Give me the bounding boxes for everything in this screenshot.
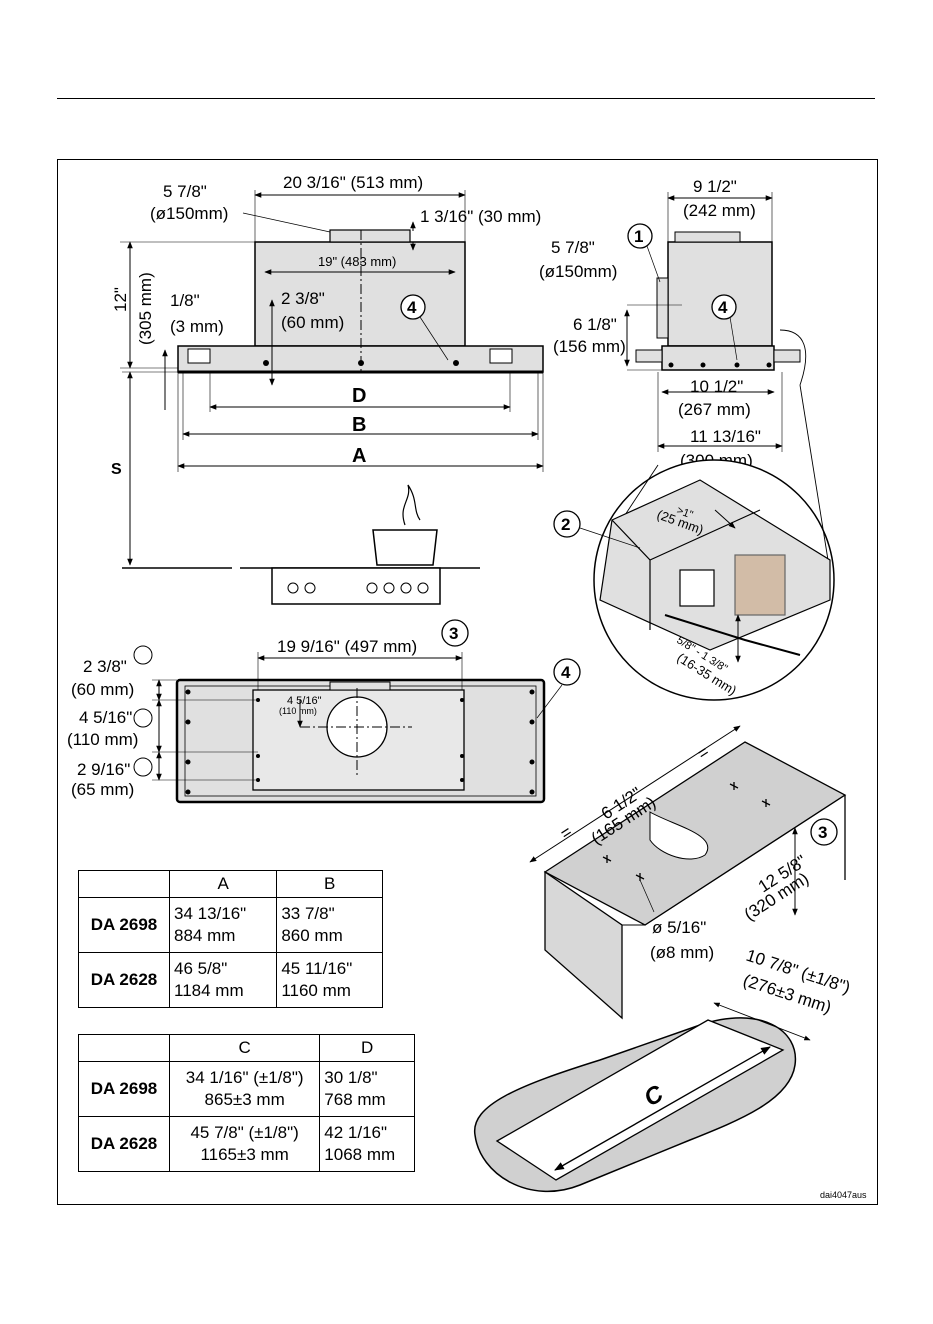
header-rule [57,98,875,99]
hood-outlet [329,229,411,243]
top-d1-mm: (60 mm) [71,680,134,699]
side-h-mm: (156 mm) [553,337,626,356]
template-callout-3: 3 [818,823,827,842]
top-inner-in: 4 5/16" [287,695,322,707]
top-d3-mm: (65 mm) [71,780,134,799]
table-row: DA 2628 45 7/8" (±1/8") 1165±3 mm 42 1/16… [78,1116,415,1172]
front-callout-4: 4 [407,298,417,317]
cooktop [271,567,441,605]
model-name: DA 2698 [78,897,170,953]
value-a-in: 46 5/8" [174,959,228,978]
counter-cutout: C 10 7/8" (±1/8") (276±3 mm) [474,946,853,1193]
front-height-mm: (305 mm) [136,272,155,345]
label-A: A [352,445,366,467]
value-b-in: 45 11/16" [281,959,353,978]
front-view: 5 7/8" (ø150mm) 20 3/16" (513 mm) 1 3/16… [111,173,544,605]
front-gap-in: 1/8" [170,291,200,310]
value-c-mm: 1165±3 mm [200,1145,289,1164]
value-b-mm: 860 mm [281,926,343,945]
top-callout-3: 3 [449,624,458,643]
value-a-in: 34 13/16" [174,904,247,923]
value-a-mm: 1184 mm [174,981,244,1000]
tab-head-D: D [319,1034,415,1062]
side-base-in: 10 1/2" [690,377,743,396]
value-c-in: 45 7/8" (±1/8") [190,1123,299,1142]
side-top-mm: (242 mm) [683,201,756,220]
side-callout-4: 4 [718,298,728,317]
value-d-mm: 1068 mm [324,1145,396,1164]
front-dia-in: 5 7/8" [163,182,207,201]
value-d-in: 30 1/8" [324,1068,378,1087]
pot [372,529,438,566]
model-name: DA 2628 [78,1116,170,1172]
table-row: DA 2698 34 13/16" 884 mm 33 7/8" 860 mm [78,897,383,953]
front-depth-in: 2 3/8" [281,289,325,308]
side-top-in: 9 1/2" [693,177,737,196]
top-inner-mm: (110 mm) [279,706,317,716]
value-b-in: 33 7/8" [281,904,335,923]
front-inner-width: 19" (483 mm) [318,254,396,269]
front-outlet-height: 1 3/16" (30 mm) [420,207,541,226]
tab-head-B: B [276,870,383,898]
drawing-code: dai4047aus [820,1190,867,1200]
label-B: B [352,414,366,436]
value-c-mm: 865±3 mm [204,1090,285,1109]
side-callout-1: 1 [634,227,643,246]
value-d-in: 42 1/16" [324,1123,388,1142]
template-eq-left: = [557,822,576,843]
value-a-mm: 884 mm [174,926,236,945]
front-width-top: 20 3/16" (513 mm) [283,173,423,192]
hood-body [254,241,466,347]
value-b-mm: 1160 mm [281,981,351,1000]
front-height-in: 12" [111,287,130,312]
front-gap-mm: (3 mm) [170,317,224,336]
tab-head-blank [78,1034,170,1062]
tab-head-blank [78,870,170,898]
top-d2-in: 4 5/16" [79,708,132,727]
top-callout-4: 4 [561,663,571,682]
top-width: 19 9/16" (497 mm) [277,637,417,656]
model-name: DA 2698 [78,1061,170,1117]
side-h-in: 6 1/8" [573,315,617,334]
side-view: 9 1/2" (242 mm) 1 5 7/8" (ø150mm) 6 1/8"… [539,177,807,470]
front-dia-mm: (ø150mm) [150,204,228,223]
table-row: DA 2698 34 1/16" (±1/8") 865±3 mm 30 1/8"… [78,1061,415,1117]
side-dia-in: 5 7/8" [551,238,595,257]
label-D: D [352,385,366,407]
drawing-frame [57,159,878,1205]
value-d-mm: 768 mm [324,1090,386,1109]
label-S: S [111,461,122,478]
side-full-in: 11 13/16" [690,427,761,446]
template-hole-in: ø 5/16" [652,918,706,937]
steam-icon [402,484,421,526]
template-hole-mm: (ø8 mm) [650,943,714,962]
detail-edge: >1" [675,505,695,522]
mount-detail: 2 >1" (25 mm) 5/8" - 1 3/8" (16-35 mm) [553,384,835,701]
tab-head-C: C [168,1034,321,1062]
model-name: DA 2628 [78,952,170,1008]
front-depth-mm: (60 mm) [281,313,344,332]
top-d2-mm: (110 mm) [67,730,138,749]
top-d3-in: 2 9/16" [77,760,130,779]
value-c-in: 34 1/16" (±1/8") [185,1068,304,1087]
top-view: 19 9/16" (497 mm) 3 4 2 3/8" (60 mm) 4 5… [67,619,581,804]
detail-callout-2: 2 [561,515,570,534]
top-d1-in: 2 3/8" [83,657,127,676]
side-dia-mm: (ø150mm) [539,262,617,281]
dimension-table-ab: A B DA 2698 34 13/16" 884 mm 33 7/8" 860 m… [78,870,383,1008]
tab-head-A: A [168,870,278,898]
table-row: DA 2628 46 5/8" 1184 mm 45 11/16" 1160 mm [78,952,383,1008]
side-base-mm: (267 mm) [678,400,751,419]
mounting-template: 6 1/2" (165 mm) = = 12 5/8" (320 mm) 3 ø… [529,725,847,1020]
callout-4 [400,294,426,320]
dimension-table-cd: C D DA 2698 34 1/16" (±1/8") 865±3 mm 30 … [78,1034,415,1172]
